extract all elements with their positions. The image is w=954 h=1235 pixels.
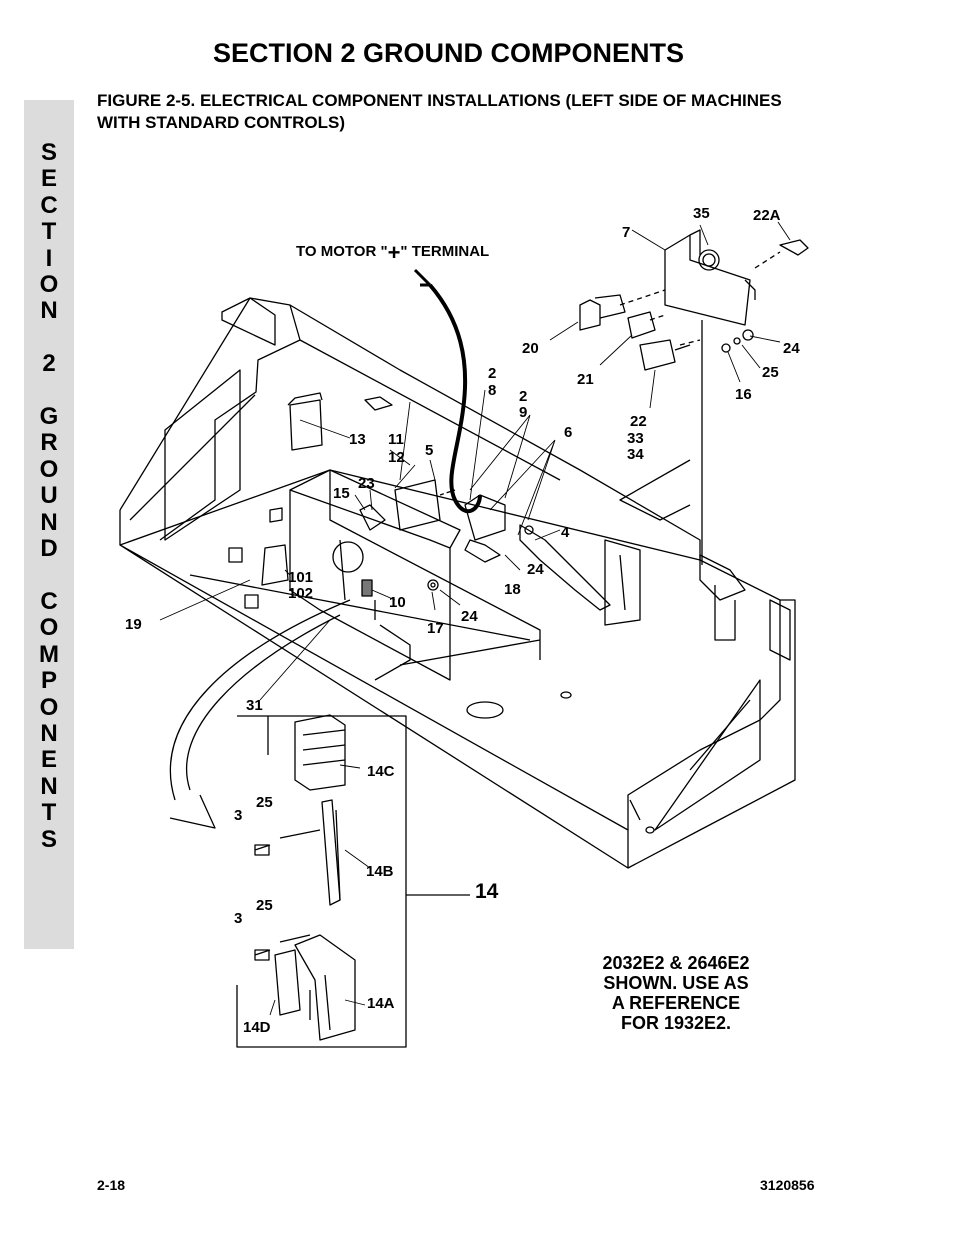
label-10: 10 <box>389 594 406 611</box>
label-7: 7 <box>622 224 630 241</box>
removal-arrow <box>169 599 351 801</box>
label-15: 15 <box>333 485 350 502</box>
figure-title: FIGURE 2-5. ELECTRICAL COMPONENT INSTALL… <box>97 91 782 132</box>
label-14d: 14D <box>243 1019 271 1036</box>
frame-floor <box>119 469 781 601</box>
label-24-mid: 24 <box>527 561 544 578</box>
label-20: 20 <box>522 340 539 357</box>
label-17: 17 <box>427 620 444 637</box>
label-5: 5 <box>425 442 433 459</box>
label-14c: 14C <box>367 763 395 780</box>
label-11: 11 <box>388 431 404 448</box>
label-14: 14 <box>475 880 499 903</box>
label-19: 19 <box>125 616 142 633</box>
page-number: 2-18 <box>97 1177 126 1193</box>
label-35: 35 <box>693 205 710 222</box>
label-6: 6 <box>564 424 572 441</box>
label-21: 21 <box>577 371 594 388</box>
callout-to-motor: TO MOTOR "+" TERMINAL <box>296 240 489 265</box>
label-18: 18 <box>504 581 521 598</box>
label-16: 16 <box>735 386 752 403</box>
label-25-upper: 25 <box>256 794 273 811</box>
label-3-upper: 3 <box>234 807 242 824</box>
control-bracket <box>664 234 751 326</box>
fuse-holder <box>289 399 323 451</box>
frame-right-plate <box>627 599 796 869</box>
label-25-top: 25 <box>762 364 779 381</box>
side-tab-label: S E C T I O N 2 G R O U N D C O M P O N … <box>39 139 59 853</box>
label-3-lower: 3 <box>234 910 242 927</box>
label-34: 34 <box>627 446 644 463</box>
battery-cable <box>428 283 482 514</box>
label-9: 9 <box>519 404 527 421</box>
label-24-low: 24 <box>461 608 478 625</box>
label-22a: 22A <box>753 207 781 224</box>
label-2-a: 2 <box>488 365 496 382</box>
label-101: 101 <box>288 569 313 586</box>
label-13: 13 <box>349 431 366 448</box>
label-12: 12 <box>388 449 405 466</box>
model-reference-note: 2032E2 & 2646E2 SHOWN. USE AS A REFERENC… <box>602 953 750 1033</box>
label-102: 102 <box>288 585 313 602</box>
section-title: SECTION 2 GROUND COMPONENTS <box>213 38 685 68</box>
label-25-lower: 25 <box>256 897 273 914</box>
document-number: 3120856 <box>760 1177 815 1193</box>
label-14a: 14A <box>367 995 395 1012</box>
label-4: 4 <box>561 524 570 541</box>
label-2-b: 2 <box>519 388 527 405</box>
circuit-board-inset <box>236 715 407 1048</box>
frame-left-plate <box>119 510 629 869</box>
terminal-box <box>289 489 451 681</box>
label-24-top: 24 <box>783 340 800 357</box>
frame-back-wall <box>289 304 701 560</box>
label-14b: 14B <box>366 863 394 880</box>
label-31: 31 <box>246 697 263 714</box>
label-23: 23 <box>358 475 375 492</box>
label-33: 33 <box>627 430 644 447</box>
label-8: 8 <box>488 382 496 399</box>
label-22: 22 <box>630 413 647 430</box>
section-side-tab: S E C T I O N 2 G R O U N D C O M P O N … <box>24 100 74 949</box>
